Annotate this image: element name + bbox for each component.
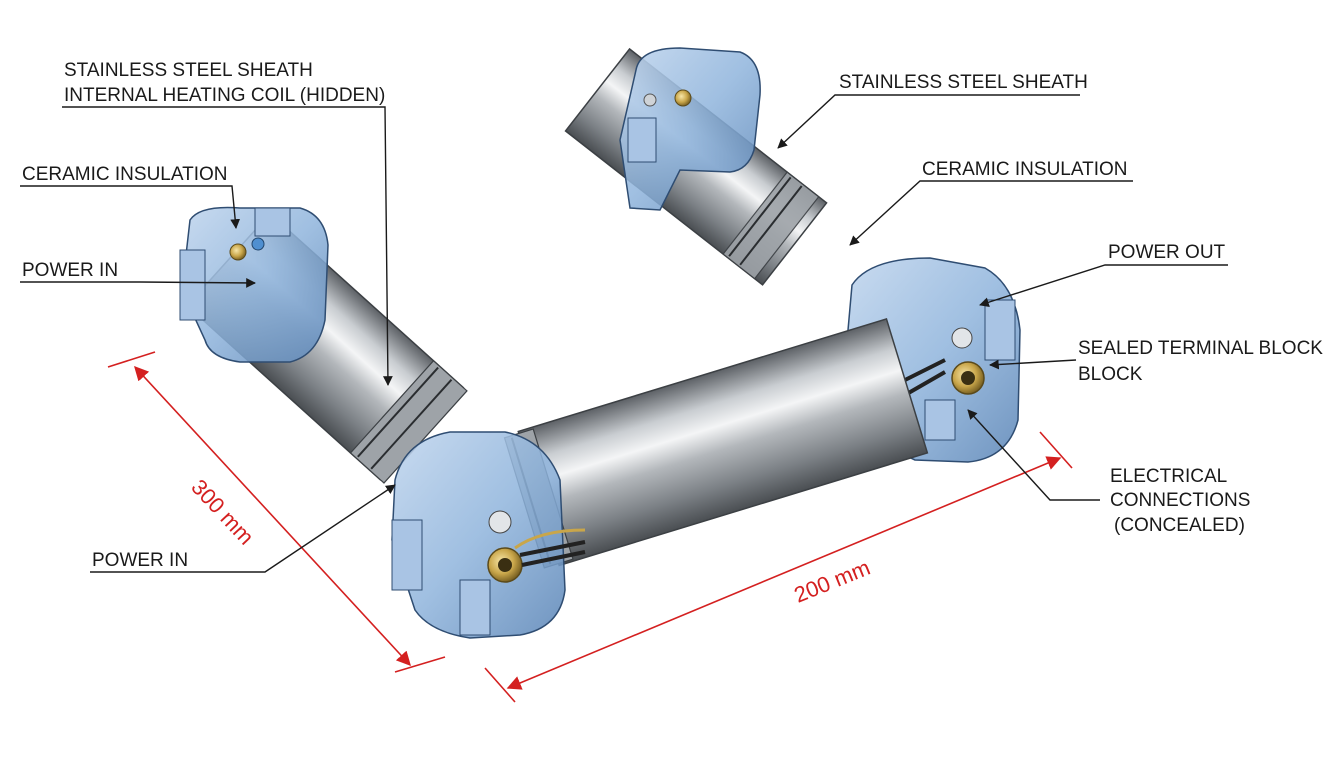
label-sealed-terminal-block: SEALED TERMINAL BLOCK bbox=[1078, 338, 1323, 359]
back-left-end-cap bbox=[619, 47, 761, 211]
label-electrical-connections-2: CONNECTIONS bbox=[1110, 490, 1250, 511]
leader-lines bbox=[20, 94, 1228, 573]
label-ceramic-insulation-right: CERAMIC INSULATION bbox=[922, 159, 1128, 180]
label-power-out: POWER OUT bbox=[1108, 242, 1226, 263]
label-ceramic-insulation-left: CERAMIC INSULATION bbox=[22, 164, 228, 185]
label-electrical-connections-1: ELECTRICAL bbox=[1110, 466, 1227, 487]
label-sealed-terminal-block-2: BLOCK bbox=[1078, 364, 1143, 385]
labels: STAINLESS STEEL SHEATH INTERNAL HEATING … bbox=[22, 60, 1323, 571]
left-back-end-cap bbox=[179, 206, 329, 363]
label-internal-heating-coil: INTERNAL HEATING COIL (HIDDEN) bbox=[64, 85, 385, 106]
label-power-in-lower: POWER IN bbox=[92, 550, 188, 571]
label-power-in-upper: POWER IN bbox=[22, 260, 118, 281]
label-stainless-steel-sheath-left: STAINLESS STEEL SHEATH bbox=[64, 60, 313, 81]
label-electrical-connections-3: (CONCEALED) bbox=[1114, 515, 1245, 536]
label-stainless-steel-sheath-right: STAINLESS STEEL SHEATH bbox=[839, 72, 1088, 93]
dimension-200mm-label: 200 mm bbox=[791, 555, 874, 608]
dimension-300mm-label: 300 mm bbox=[186, 474, 258, 549]
